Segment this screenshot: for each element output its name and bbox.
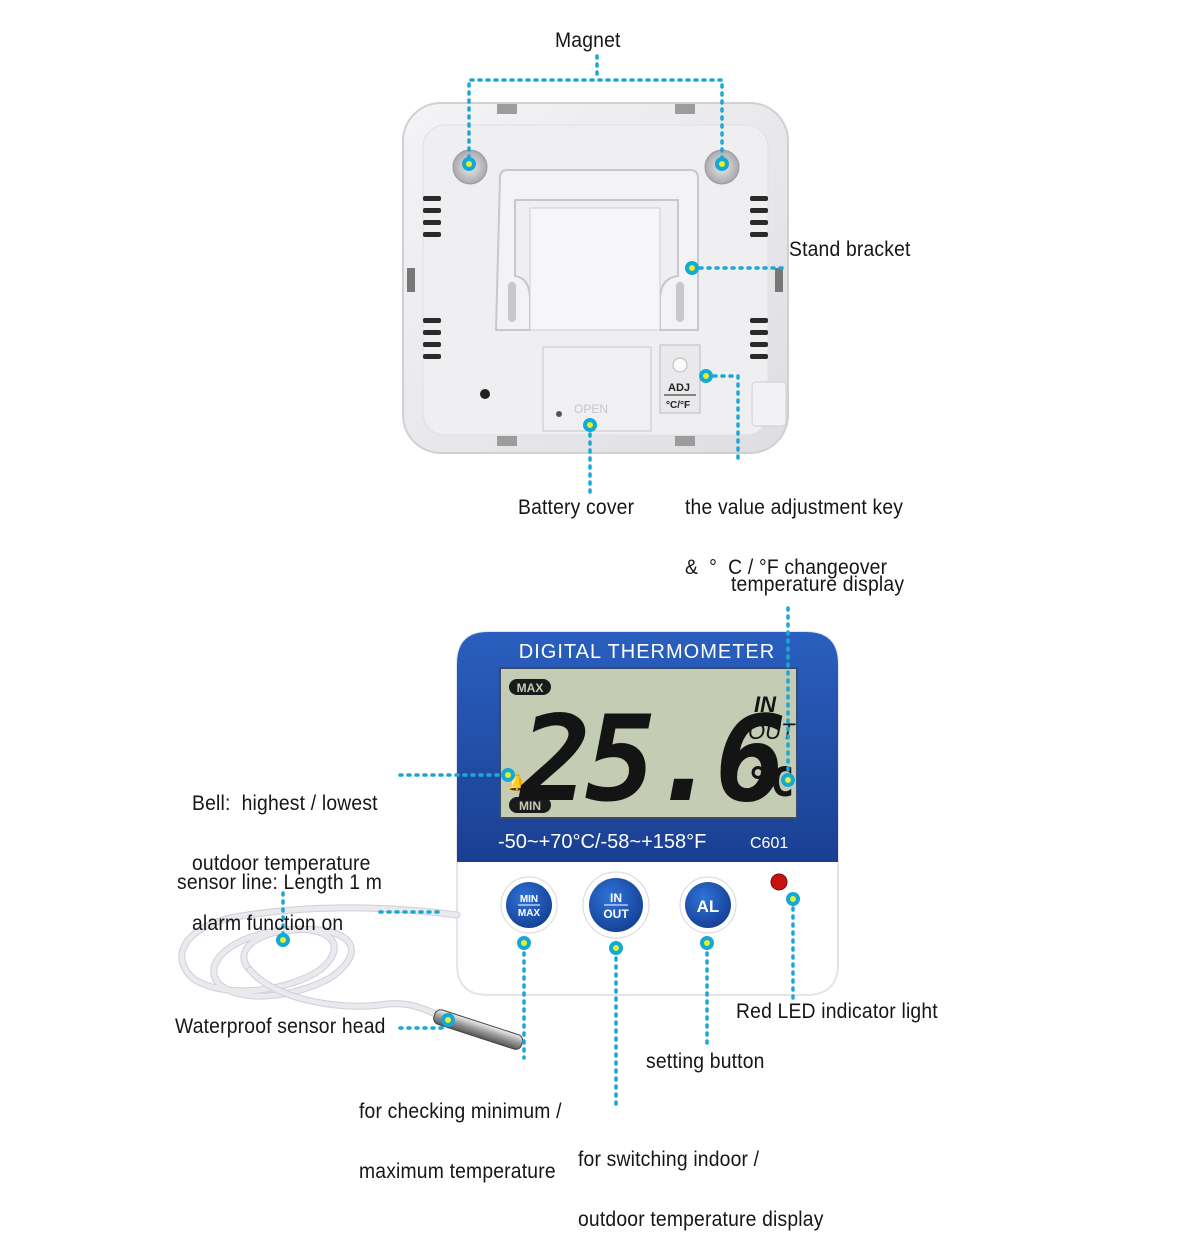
label-inout-line1: for switching indoor / (578, 1148, 760, 1171)
label-adjust-key-line1: the value adjustment key (685, 496, 904, 519)
label-minmax-line2: maximum temperature (359, 1160, 556, 1183)
sensor-cable (178, 904, 461, 1018)
callout-lines (281, 54, 795, 1106)
label-magnet: Magnet (555, 29, 621, 52)
label-stand-bracket: Stand bracket (789, 238, 911, 261)
inout-button[interactable]: IN OUT (582, 871, 650, 939)
label-red-led: Red LED indicator light (736, 1000, 938, 1023)
label-minmax: for checking minimum / maximum temperatu… (359, 1062, 562, 1202)
label-minmax-line1: for checking minimum / (359, 1100, 562, 1123)
lcd-max-badge: MAX (517, 681, 544, 695)
inout-button-top: IN (610, 891, 622, 905)
device-back: OPEN ADJ °C/°F (402, 102, 789, 454)
minmax-button-bottom: MAX (518, 908, 541, 919)
lcd-reading: 25.6 (518, 690, 783, 828)
vent-right (750, 196, 768, 359)
battery-cover-shape (542, 346, 652, 432)
label-sensor-head: Waterproof sensor head (175, 1015, 386, 1038)
minmax-button-top: MIN (520, 894, 538, 905)
label-bell-line3: alarm function on (192, 912, 344, 935)
inout-button-bottom: OUT (603, 907, 629, 921)
al-button[interactable]: AL (679, 876, 737, 934)
label-bell-line2: outdoor temperature (192, 852, 371, 875)
label-adjust-key-line2: & ° C / °F changeover (685, 556, 888, 579)
vent-left (423, 196, 441, 359)
diagram-svg: OPEN ADJ °C/°F DIGITAL THERMOMETER MAX M… (178, 54, 839, 1106)
device-range: -50~+70°C/-58~+158°F (498, 831, 706, 853)
label-inout: for switching indoor / outdoor temperatu… (578, 1110, 824, 1250)
battery-open-text: OPEN (574, 402, 608, 416)
label-battery-cover: Battery cover (518, 496, 635, 519)
diagram-canvas: OPEN ADJ °C/°F DIGITAL THERMOMETER MAX M… (175, 29, 938, 1230)
label-bell: Bell: highest / lowest outdoor temperatu… (192, 754, 378, 954)
lcd-in-text: IN (754, 692, 777, 717)
adj-key-bottom-text: °C/°F (666, 400, 690, 411)
label-temperature-display: temperature display (731, 573, 905, 596)
callout-dots (276, 157, 800, 1027)
red-led (770, 873, 788, 891)
lcd-min-badge: MIN (519, 799, 541, 813)
label-inout-line2: outdoor temperature display (578, 1208, 824, 1231)
device-header: DIGITAL THERMOMETER (519, 641, 775, 663)
label-bell-line1: Bell: highest / lowest (192, 792, 378, 815)
label-adjust-key: the value adjustment key & ° C / °F chan… (685, 458, 903, 598)
adj-key-panel (659, 344, 701, 414)
al-button-text: AL (697, 897, 720, 916)
sensor-probe (433, 1009, 524, 1050)
device-model: C601 (750, 835, 788, 852)
lcd-screen (499, 667, 798, 819)
adj-key-top-text: ADJ (668, 382, 690, 394)
device-front: DIGITAL THERMOMETER MAX MIN 🔔 25.6 IN OU… (456, 631, 839, 996)
label-sensor-line: sensor line: Length 1 m (177, 871, 383, 894)
label-setting-button: setting button (646, 1050, 765, 1073)
minmax-button[interactable]: MIN MAX (500, 876, 558, 934)
adj-key-button (672, 357, 688, 373)
